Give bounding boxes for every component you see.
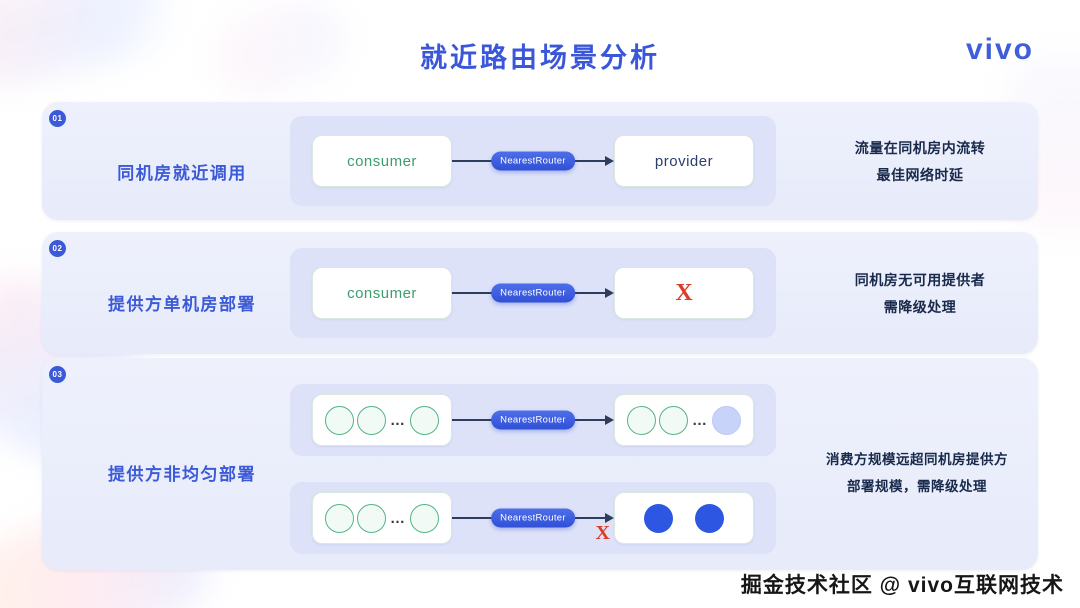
unavailable-provider-node: X <box>614 267 754 319</box>
section-number-badge: 03 <box>49 366 66 383</box>
nearest-router-pill: NearestRouter <box>491 151 575 171</box>
nearest-router-pill: NearestRouter <box>491 508 575 528</box>
flow-panel-bottom: … NearestRouter X <box>290 482 776 554</box>
flow-arrow: NearestRouter X <box>452 482 614 554</box>
nearest-router-pill: NearestRouter <box>491 410 575 430</box>
instance-circle-icon <box>627 405 656 435</box>
arrow-head-icon <box>605 415 614 425</box>
provider-cluster-node: … <box>614 394 754 446</box>
fail-x-icon: X <box>595 522 610 544</box>
ellipsis-icon: … <box>692 411 708 429</box>
note-line-1: 流量在同机房内流转 <box>854 140 986 156</box>
flow-panel: consumer NearestRouter X <box>290 248 776 338</box>
consumer-cluster: … <box>325 405 439 435</box>
section-note: 流量在同机房内流转 最佳网络时延 <box>802 135 1038 189</box>
consumer-label: consumer <box>347 152 417 170</box>
overloaded-provider-node <box>614 492 754 544</box>
consumer-cluster-node: … <box>312 492 452 544</box>
instance-circle-filled-icon <box>712 405 741 435</box>
section-same-room-call: 01 同机房就近调用 consumer NearestRouter provid… <box>42 102 1038 220</box>
instance-circle-icon <box>357 503 386 533</box>
ellipsis-icon: … <box>390 411 406 429</box>
note-line-2: 需降级处理 <box>883 299 957 315</box>
consumer-cluster: … <box>325 503 439 533</box>
section-single-room-provider: 02 提供方单机房部署 consumer NearestRouter X 同机房… <box>42 232 1038 354</box>
section-label: 同机房就近调用 <box>117 164 247 183</box>
flow-arrow: NearestRouter <box>452 116 614 206</box>
page-title: 就近路由场景分析 <box>420 43 660 73</box>
note-line-2: 部署规模，需降级处理 <box>847 479 987 494</box>
section-number-badge: 01 <box>49 110 66 127</box>
consumer-cluster-node: … <box>312 394 452 446</box>
instance-circle-icon <box>325 503 354 533</box>
provider-cluster <box>644 503 724 533</box>
section-number-badge: 02 <box>49 240 66 257</box>
consumer-node: consumer <box>312 267 452 319</box>
note-line-2: 最佳网络时延 <box>876 167 964 183</box>
flow-panel: consumer NearestRouter provider <box>290 116 776 206</box>
flow-panel-top: … NearestRouter … <box>290 384 776 456</box>
note-line-1: 消费方规模远超同机房提供方 <box>826 452 1008 467</box>
vivo-logo: vivo <box>965 33 1034 66</box>
nearest-router-pill: NearestRouter <box>491 283 575 303</box>
arrow-head-icon <box>605 288 614 298</box>
flow-arrow: NearestRouter <box>452 384 614 456</box>
instance-circle-busy-icon <box>695 503 724 533</box>
section-note: 同机房无可用提供者 需降级处理 <box>802 267 1038 321</box>
instance-circle-icon <box>410 503 439 533</box>
section-note: 消费方规模远超同机房提供方 部署规模，需降级处理 <box>790 446 1044 500</box>
section-nonuniform-deployment: 03 提供方非均匀部署 … NearestRouter <box>42 358 1038 570</box>
consumer-label: consumer <box>347 284 417 302</box>
instance-circle-busy-icon <box>644 503 673 533</box>
consumer-node: consumer <box>312 135 452 187</box>
note-line-1: 同机房无可用提供者 <box>854 272 986 288</box>
arrow-head-icon <box>605 156 614 166</box>
watermark: 掘金技术社区 @ vivo互联网技术 <box>740 574 1064 597</box>
instance-circle-icon <box>659 405 688 435</box>
instance-circle-icon <box>325 405 354 435</box>
flow-arrow: NearestRouter <box>452 248 614 338</box>
ellipsis-icon: … <box>390 509 406 527</box>
provider-node: provider <box>614 135 754 187</box>
provider-label: provider <box>654 152 714 170</box>
arrow-head-icon <box>605 513 614 523</box>
section-label: 提供方单机房部署 <box>108 295 256 314</box>
fail-x-icon: X <box>675 280 693 306</box>
provider-cluster: … <box>627 405 741 435</box>
section-label: 提供方非均匀部署 <box>108 465 256 484</box>
instance-circle-icon <box>410 405 439 435</box>
instance-circle-icon <box>357 405 386 435</box>
